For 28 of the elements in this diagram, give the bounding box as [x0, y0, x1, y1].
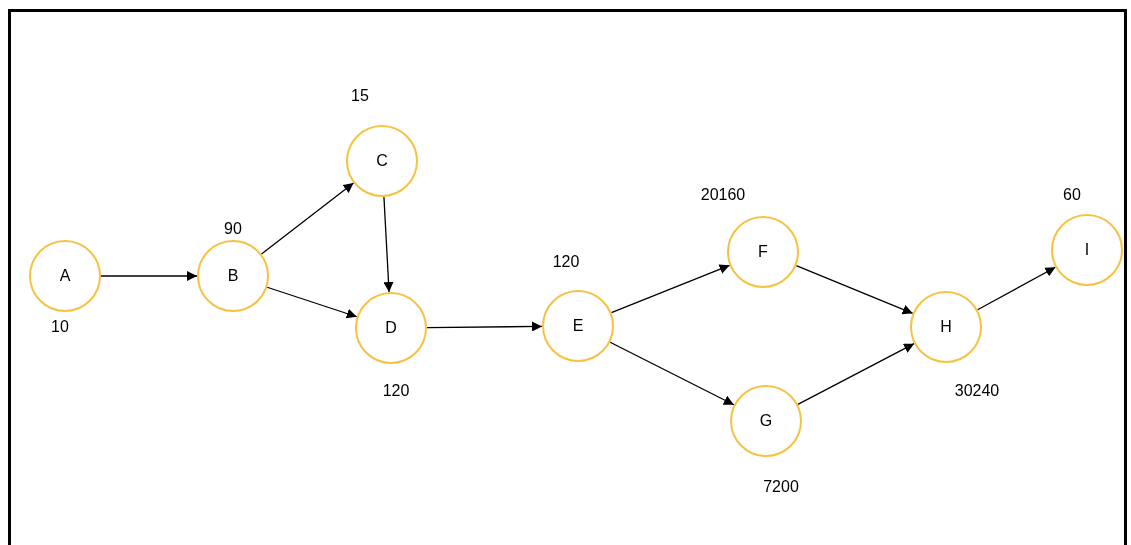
node-value: 90	[224, 220, 242, 238]
node-value: 7200	[763, 478, 799, 496]
arrow	[610, 264, 731, 314]
arrow	[976, 266, 1057, 311]
arrow	[266, 286, 358, 319]
node-label: B	[227, 267, 239, 285]
node-value: 20160	[700, 186, 746, 204]
arrow	[260, 182, 355, 255]
node-label: C	[376, 152, 388, 170]
arrow	[609, 341, 735, 406]
node-value: 10	[51, 318, 69, 336]
node-value: 15	[351, 87, 369, 105]
node-label: D	[385, 319, 397, 337]
node-value: 120	[382, 382, 410, 400]
node-label: G	[759, 412, 773, 430]
arrow	[795, 265, 914, 315]
arrow	[797, 343, 915, 405]
node-label: H	[940, 318, 952, 336]
arrow	[426, 321, 543, 332]
node-value: 30240	[954, 382, 1000, 400]
arrow	[100, 271, 198, 281]
node-value: 60	[1063, 186, 1081, 204]
node-label: I	[1084, 241, 1090, 259]
node-value: 120	[552, 253, 580, 271]
arrow	[383, 196, 394, 293]
node-label: A	[59, 267, 71, 285]
node-label: E	[572, 317, 584, 335]
node-label: F	[758, 243, 768, 261]
